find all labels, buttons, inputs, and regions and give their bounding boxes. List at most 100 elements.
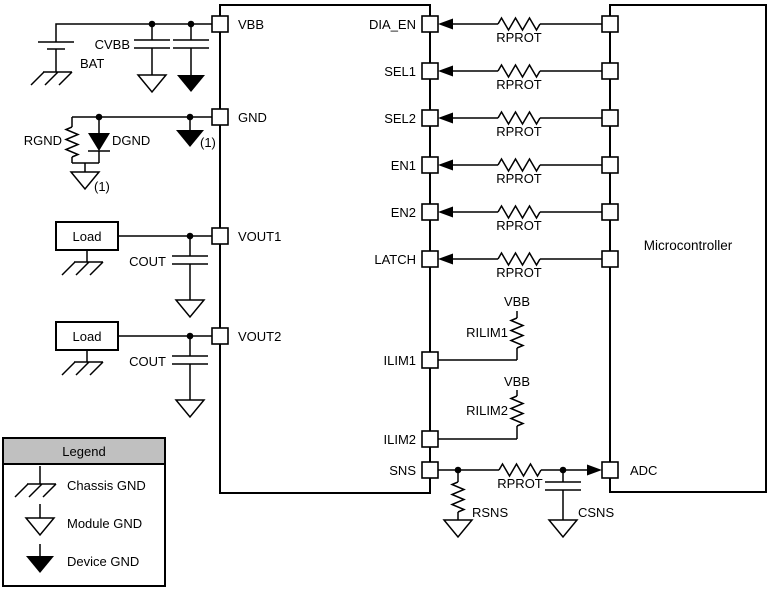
junction-dot xyxy=(186,232,194,240)
label-vbb-net-2: VBB xyxy=(504,374,530,389)
resistor-rsns xyxy=(451,481,465,513)
load2-box xyxy=(55,321,119,351)
device-block xyxy=(219,4,431,494)
label-cvbb: CVBB xyxy=(95,37,130,52)
label-rprot-7: RPROT xyxy=(497,476,543,491)
resistor-rilim1 xyxy=(510,317,524,349)
pin-dia-en xyxy=(421,15,439,33)
diode-dgnd xyxy=(88,133,110,151)
mcu-pin-adc xyxy=(601,461,619,479)
label-note1: (1) xyxy=(94,179,110,194)
chassis-gnd-icon xyxy=(61,261,104,276)
pin-label-gnd: GND xyxy=(238,110,267,125)
mcu-pin-1 xyxy=(601,15,619,33)
junction-dot xyxy=(95,113,103,121)
vout2-net-wires xyxy=(86,335,212,400)
pin-sel1 xyxy=(421,62,439,80)
resistor-rprot-2 xyxy=(497,64,541,78)
pin-ilim2 xyxy=(421,430,439,448)
label-rilim2: RILIM2 xyxy=(466,403,508,418)
label-bat: BAT xyxy=(80,56,104,71)
capacitor-cout1 xyxy=(171,255,209,265)
pin-label-sel2: SEL2 xyxy=(384,111,416,126)
label-rilim1: RILIM1 xyxy=(466,325,508,340)
label-note1: (1) xyxy=(200,135,216,150)
vout1-net-wires xyxy=(86,235,212,300)
pin-label-dia-en: DIA_EN xyxy=(369,17,416,32)
pin-en1 xyxy=(421,156,439,174)
pin-label-vout1: VOUT1 xyxy=(238,229,281,244)
mcu-pin-5 xyxy=(601,203,619,221)
mcu-pin-4 xyxy=(601,156,619,174)
junction-dot xyxy=(148,20,156,28)
mcu-pin-6 xyxy=(601,250,619,268)
label-rprot-4: RPROT xyxy=(496,171,542,186)
microcontroller-block xyxy=(609,4,767,493)
junction-dot xyxy=(186,113,194,121)
device-gnd-icon xyxy=(177,75,205,92)
label-load2: Load xyxy=(73,329,102,344)
junction-dot xyxy=(186,332,194,340)
pin-label-ilim2: ILIM2 xyxy=(383,432,416,447)
mcu-pin-3 xyxy=(601,109,619,127)
label-rsns: RSNS xyxy=(472,505,508,520)
label-csns: CSNS xyxy=(578,505,614,520)
chassis-gnd-icon xyxy=(30,71,73,86)
module-gnd-icon xyxy=(443,519,473,538)
pin-label-en1: EN1 xyxy=(391,158,416,173)
pin-label-sns: SNS xyxy=(389,463,416,478)
legend-title: Legend xyxy=(62,444,105,459)
pin-label-vout2: VOUT2 xyxy=(238,329,281,344)
label-rprot-1: RPROT xyxy=(496,30,542,45)
wire-ilim2 xyxy=(438,390,518,440)
resistor-rgnd xyxy=(65,126,79,158)
pin-en2 xyxy=(421,203,439,221)
pin-latch xyxy=(421,250,439,268)
resistor-rprot-1 xyxy=(497,17,541,31)
wire-ilim1 xyxy=(438,311,518,361)
arrow-left-icon xyxy=(438,65,453,77)
legend-item-device: Device GND xyxy=(67,554,139,569)
pin-label-en2: EN2 xyxy=(391,205,416,220)
pin-gnd xyxy=(211,108,229,126)
resistor-rprot-6 xyxy=(497,252,541,266)
microcontroller-label: Microcontroller xyxy=(644,238,733,253)
label-cout1: COUT xyxy=(129,254,166,269)
label-load1: Load xyxy=(73,229,102,244)
module-gnd-icon xyxy=(175,399,205,418)
label-rgnd: RGND xyxy=(24,133,62,148)
module-gnd-icon xyxy=(137,74,167,93)
pin-vbb xyxy=(211,15,229,33)
label-rprot-3: RPROT xyxy=(496,124,542,139)
pin-label-sel1: SEL1 xyxy=(384,64,416,79)
gnd-net-wires xyxy=(71,116,212,172)
resistor-rprot-4 xyxy=(497,158,541,172)
junction-dot xyxy=(187,20,195,28)
module-gnd-icon xyxy=(548,519,578,538)
resistor-rilim2 xyxy=(510,395,524,427)
label-dgnd: DGND xyxy=(112,133,150,148)
legend-item-chassis: Chassis GND xyxy=(67,478,146,493)
load1-box xyxy=(55,221,119,251)
pin-label-latch: LATCH xyxy=(374,252,416,267)
arrow-left-icon xyxy=(438,206,453,218)
junction-dot xyxy=(454,466,462,474)
arrow-left-icon xyxy=(438,112,453,124)
pin-sns xyxy=(421,461,439,479)
resistor-rprot-7 xyxy=(498,463,542,477)
junction-dot xyxy=(559,466,567,474)
resistor-rprot-3 xyxy=(497,111,541,125)
legend-item-module: Module GND xyxy=(67,516,142,531)
capacitor-csns xyxy=(544,481,582,491)
arrow-left-icon xyxy=(438,18,453,30)
arrow-right-icon xyxy=(587,464,602,476)
module-gnd-icon xyxy=(175,299,205,318)
label-rprot-2: RPROT xyxy=(496,77,542,92)
pin-label-vbb: VBB xyxy=(238,17,264,32)
label-cout2: COUT xyxy=(129,354,166,369)
mcu-pin-2 xyxy=(601,62,619,80)
chassis-gnd-icon xyxy=(61,361,104,376)
pin-vout1 xyxy=(211,227,229,245)
